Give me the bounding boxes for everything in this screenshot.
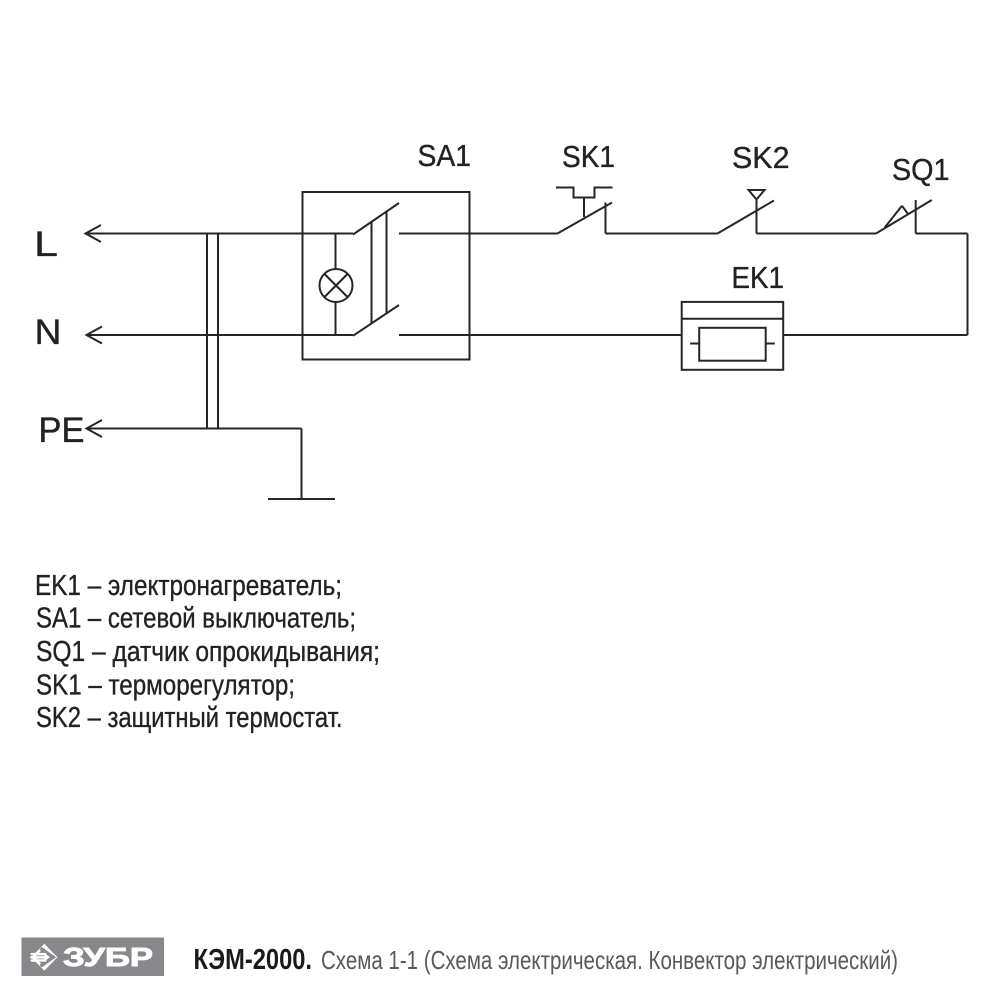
svg-text:SA1 – сетевой выключатель;: SA1 – сетевой выключатель; — [36, 603, 356, 635]
svg-text:SK2 – защитный термостат.: SK2 – защитный термостат. — [36, 702, 343, 734]
svg-text:PE: PE — [39, 411, 85, 450]
svg-text:КЭМ-2000.: КЭМ-2000. — [194, 944, 313, 976]
svg-text:SK1 – терморегулятор;: SK1 – терморегулятор; — [36, 670, 295, 702]
svg-text:SQ1: SQ1 — [892, 152, 950, 187]
svg-text:EK1: EK1 — [732, 260, 785, 295]
svg-text:N: N — [35, 313, 62, 352]
svg-text:SQ1 – датчик опрокидывания;: SQ1 – датчик опрокидывания; — [36, 636, 380, 668]
svg-text:ЗУБР: ЗУБР — [63, 942, 153, 972]
svg-text:SA1: SA1 — [418, 138, 472, 173]
svg-text:EK1 – электронагреватель;: EK1 – электронагреватель; — [35, 570, 342, 602]
svg-text:L: L — [34, 225, 58, 264]
svg-text:SK1: SK1 — [562, 139, 615, 174]
svg-text:Схема 1-1 (Схема электрическая: Схема 1-1 (Схема электрическая. Конвекто… — [321, 945, 898, 975]
svg-text:SK2: SK2 — [732, 140, 790, 175]
